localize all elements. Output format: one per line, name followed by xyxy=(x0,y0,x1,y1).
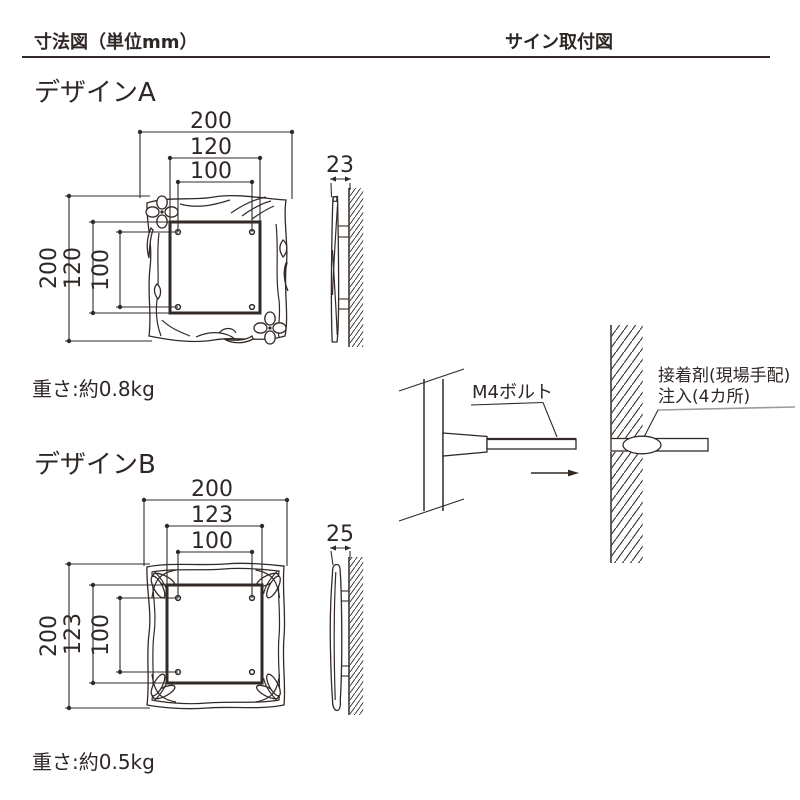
design-a-panel xyxy=(168,220,262,315)
frame-texture-line xyxy=(155,232,162,337)
frame-texture-line xyxy=(230,196,267,214)
stem-crescent xyxy=(146,226,154,259)
clover-icon xyxy=(253,311,287,345)
dim-label-100: 100 xyxy=(89,614,114,656)
wall-hatch xyxy=(611,325,643,438)
mounting-diagram-title: サイン取付図 xyxy=(505,31,613,53)
clover-petal xyxy=(164,206,179,218)
panel-side-profile xyxy=(330,195,340,343)
dim-label-100: 100 xyxy=(191,529,233,554)
design-b-weight: 重さ:約0.5kg xyxy=(32,750,155,774)
dimension-arrow xyxy=(345,545,351,551)
dim-label-100: 100 xyxy=(190,159,232,184)
frame-texture-line xyxy=(161,319,191,337)
dimension-arrow xyxy=(345,176,351,182)
design-b-section: デザインB xyxy=(32,450,364,774)
design-b-frame-inner-outline xyxy=(151,567,281,705)
panel-curve-line xyxy=(333,571,337,701)
leader-line xyxy=(470,401,544,406)
wall-hatch xyxy=(349,557,364,715)
panel-curve-line xyxy=(331,249,338,336)
frame-texture-line xyxy=(195,332,236,340)
frame-texture-line xyxy=(218,327,237,334)
panel-top-cap xyxy=(332,196,338,202)
design-b-front-view: 200 123 100 200 xyxy=(37,477,290,711)
dim-label-120: 120 xyxy=(190,135,232,160)
design-b-title: デザインB xyxy=(34,450,156,480)
panel-side-profile xyxy=(329,563,343,712)
leaf-shape xyxy=(153,283,162,301)
clover-petal xyxy=(253,322,268,334)
leader-line xyxy=(542,402,558,438)
design-b-horizontal-dimensions: 200 123 100 xyxy=(141,477,290,598)
design-b-side-view: 25 xyxy=(326,522,364,715)
leaf-shape xyxy=(279,239,288,259)
clover-petal xyxy=(264,330,276,345)
design-a-front-view: 200 120 100 200 xyxy=(37,109,295,345)
bolt-hole xyxy=(248,668,256,676)
dimension-arrow xyxy=(330,545,336,551)
dim-label-200: 200 xyxy=(37,615,62,657)
bolt-rod xyxy=(486,438,577,450)
bolt-boss xyxy=(442,432,488,457)
adhesive-label-line2: 注入(4カ所) xyxy=(658,387,750,407)
extension-line xyxy=(330,182,333,198)
dim-label-200: 200 xyxy=(190,109,232,134)
break-line xyxy=(398,368,465,392)
design-b-panel xyxy=(165,583,264,685)
clover-center xyxy=(160,210,164,214)
wall-hatch xyxy=(611,452,643,563)
wall-hatch xyxy=(349,188,364,347)
frame-texture-line xyxy=(179,199,231,207)
dimension-arrow xyxy=(330,176,336,182)
clover-petal xyxy=(264,311,276,326)
thickness-label: 23 xyxy=(326,153,354,178)
stem-crescent xyxy=(223,334,254,344)
design-b-vertical-dimensions: 200 123 100 xyxy=(37,561,178,711)
design-a-title: デザインA xyxy=(34,78,156,108)
clover-petal xyxy=(272,322,287,334)
dim-label-200: 200 xyxy=(37,247,62,289)
break-line xyxy=(398,498,465,522)
design-a-side-view: 23 xyxy=(326,153,364,347)
extension-line xyxy=(330,550,334,566)
leader-line-gray xyxy=(657,406,796,411)
frame-texture-line xyxy=(241,200,272,217)
leader-line xyxy=(643,409,659,438)
adhesive-ellipse xyxy=(622,435,662,455)
design-a-section: デザインA xyxy=(32,78,364,401)
dimension-diagram-title: 寸法図（単位mm） xyxy=(34,31,198,53)
corner-arc xyxy=(151,569,177,599)
clover-petal xyxy=(156,195,168,210)
design-a-weight: 重さ:約0.8kg xyxy=(32,377,155,401)
frame-texture-line xyxy=(251,205,275,220)
dim-label-120: 120 xyxy=(61,247,86,289)
thickness-label: 25 xyxy=(326,522,354,547)
dim-label-123: 123 xyxy=(61,613,86,655)
mounting-detail: M4ボルト 接着剤(現場手配) 注入(4カ所) xyxy=(398,325,796,563)
panel-curve-line xyxy=(331,204,339,296)
dim-label-100: 100 xyxy=(89,249,114,291)
adhesive-label-line1: 接着剤(現場手配) xyxy=(658,366,790,386)
m4-bolt-label: M4ボルト xyxy=(472,382,553,403)
clover-center xyxy=(268,326,272,330)
dim-label-123: 123 xyxy=(191,503,233,528)
stem-crescent xyxy=(283,262,289,292)
clover-petal xyxy=(145,206,160,218)
insert-arrow-icon xyxy=(568,469,579,477)
bolt-hole xyxy=(248,303,256,311)
dim-label-200: 200 xyxy=(191,477,233,502)
header: 寸法図（単位mm） サイン取付図 xyxy=(22,31,770,58)
design-a-horizontal-dimensions: 200 120 100 xyxy=(137,109,295,232)
design-a-vertical-dimensions: 200 120 100 xyxy=(37,193,178,344)
